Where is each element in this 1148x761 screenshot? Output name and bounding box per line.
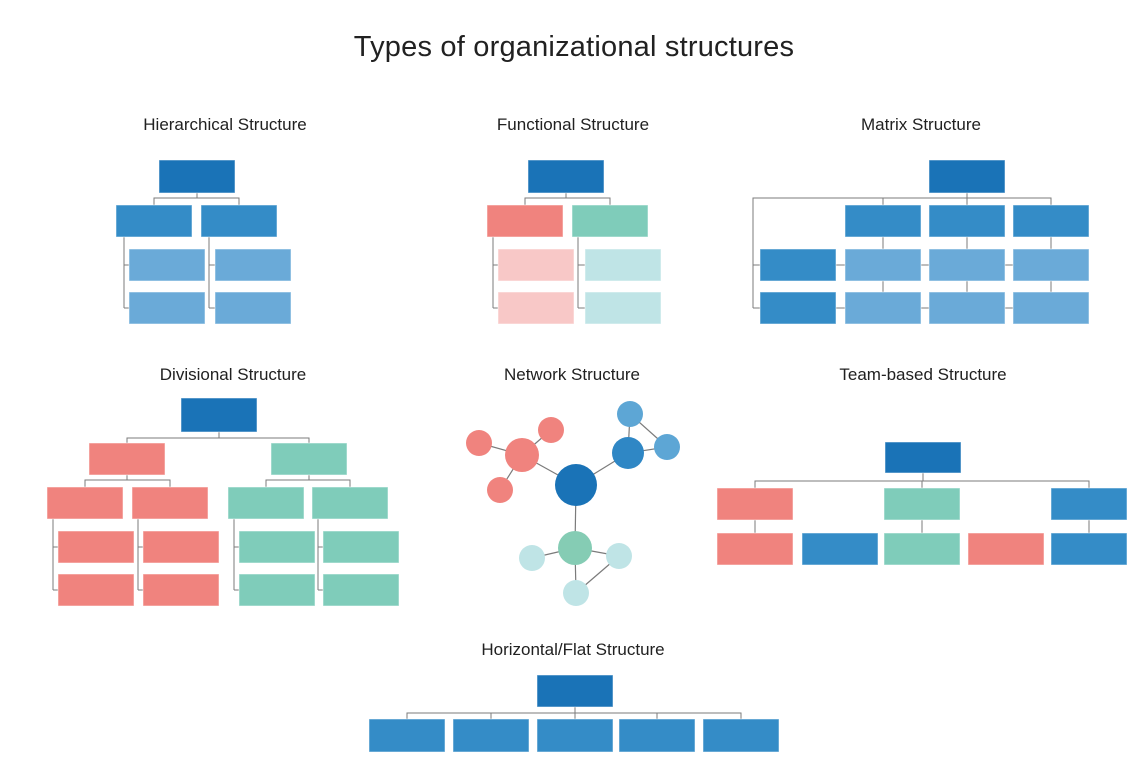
org-box <box>536 674 614 708</box>
org-box <box>571 204 649 238</box>
org-box <box>180 397 258 433</box>
org-box <box>142 530 220 564</box>
org-box <box>844 204 922 238</box>
org-box <box>57 573 135 607</box>
network-node <box>654 434 680 460</box>
structure-functional: Functional Structure <box>486 115 662 325</box>
org-box <box>322 530 400 564</box>
org-box <box>1012 204 1090 238</box>
connector-line <box>265 479 351 487</box>
page-title: Types of organizational structures <box>353 31 795 63</box>
org-box <box>452 718 530 753</box>
org-box <box>928 159 1006 194</box>
network-node <box>519 545 545 571</box>
structure-team-based: Team-based Structure <box>716 365 1128 566</box>
org-box <box>1012 248 1090 282</box>
org-box <box>1050 487 1128 521</box>
structure-label: Horizontal/Flat Structure <box>481 640 664 659</box>
org-box <box>844 291 922 325</box>
org-box <box>270 442 348 476</box>
org-box <box>214 248 292 282</box>
org-box <box>883 487 961 521</box>
org-box <box>368 718 446 753</box>
connector-line <box>524 197 611 205</box>
org-box <box>200 204 278 238</box>
org-box <box>702 718 780 753</box>
org-box <box>967 532 1045 566</box>
org-box <box>1012 291 1090 325</box>
org-box <box>486 204 564 238</box>
connector-line <box>153 197 240 205</box>
org-box <box>536 718 614 753</box>
org-box <box>801 532 879 566</box>
org-box <box>238 573 316 607</box>
org-box <box>115 204 193 238</box>
network-node <box>606 543 632 569</box>
network-node <box>612 437 644 469</box>
structure-label: Team-based Structure <box>839 365 1006 384</box>
org-box <box>57 530 135 564</box>
org-box <box>214 291 292 325</box>
connector-line <box>126 437 310 443</box>
org-box <box>227 486 305 520</box>
org-box <box>311 486 389 520</box>
structure-label: Functional Structure <box>497 115 649 134</box>
org-box <box>497 248 575 282</box>
org-box <box>584 291 662 325</box>
network-node <box>538 417 564 443</box>
org-box <box>759 291 837 325</box>
org-box <box>844 248 922 282</box>
structure-horizontal-flat: Horizontal/Flat Structure <box>368 640 780 753</box>
org-box <box>128 248 206 282</box>
org-box <box>238 530 316 564</box>
network-node <box>505 438 539 472</box>
structure-label: Divisional Structure <box>160 365 306 384</box>
network-node <box>617 401 643 427</box>
network-node <box>466 430 492 456</box>
network-node <box>555 464 597 506</box>
org-box <box>928 248 1006 282</box>
org-box <box>88 442 166 476</box>
structure-label: Hierarchical Structure <box>143 115 306 134</box>
org-box <box>158 159 236 194</box>
connector-line <box>406 712 742 719</box>
network-node <box>563 580 589 606</box>
org-box <box>1050 532 1128 566</box>
org-box <box>527 159 605 194</box>
structure-network: Network Structure <box>466 365 680 606</box>
org-box <box>716 532 794 566</box>
network-node <box>487 477 513 503</box>
connector-line <box>752 197 1052 308</box>
network-node <box>558 531 592 565</box>
org-box <box>618 718 696 753</box>
org-box <box>928 291 1006 325</box>
structure-hierarchical: Hierarchical Structure <box>115 115 307 325</box>
structure-matrix: Matrix Structure <box>752 115 1090 325</box>
structure-divisional: Divisional Structure <box>46 365 400 607</box>
org-box <box>322 573 400 607</box>
org-box <box>716 487 794 521</box>
org-box <box>128 291 206 325</box>
org-box <box>142 573 220 607</box>
org-box <box>584 248 662 282</box>
org-box <box>759 248 837 282</box>
connector-line <box>84 479 171 487</box>
org-box <box>884 441 962 474</box>
org-box <box>883 532 961 566</box>
org-box <box>928 204 1006 238</box>
org-box <box>131 486 209 520</box>
org-box <box>46 486 124 520</box>
org-box <box>497 291 575 325</box>
structure-label: Matrix Structure <box>861 115 981 134</box>
structure-label: Network Structure <box>504 365 640 384</box>
